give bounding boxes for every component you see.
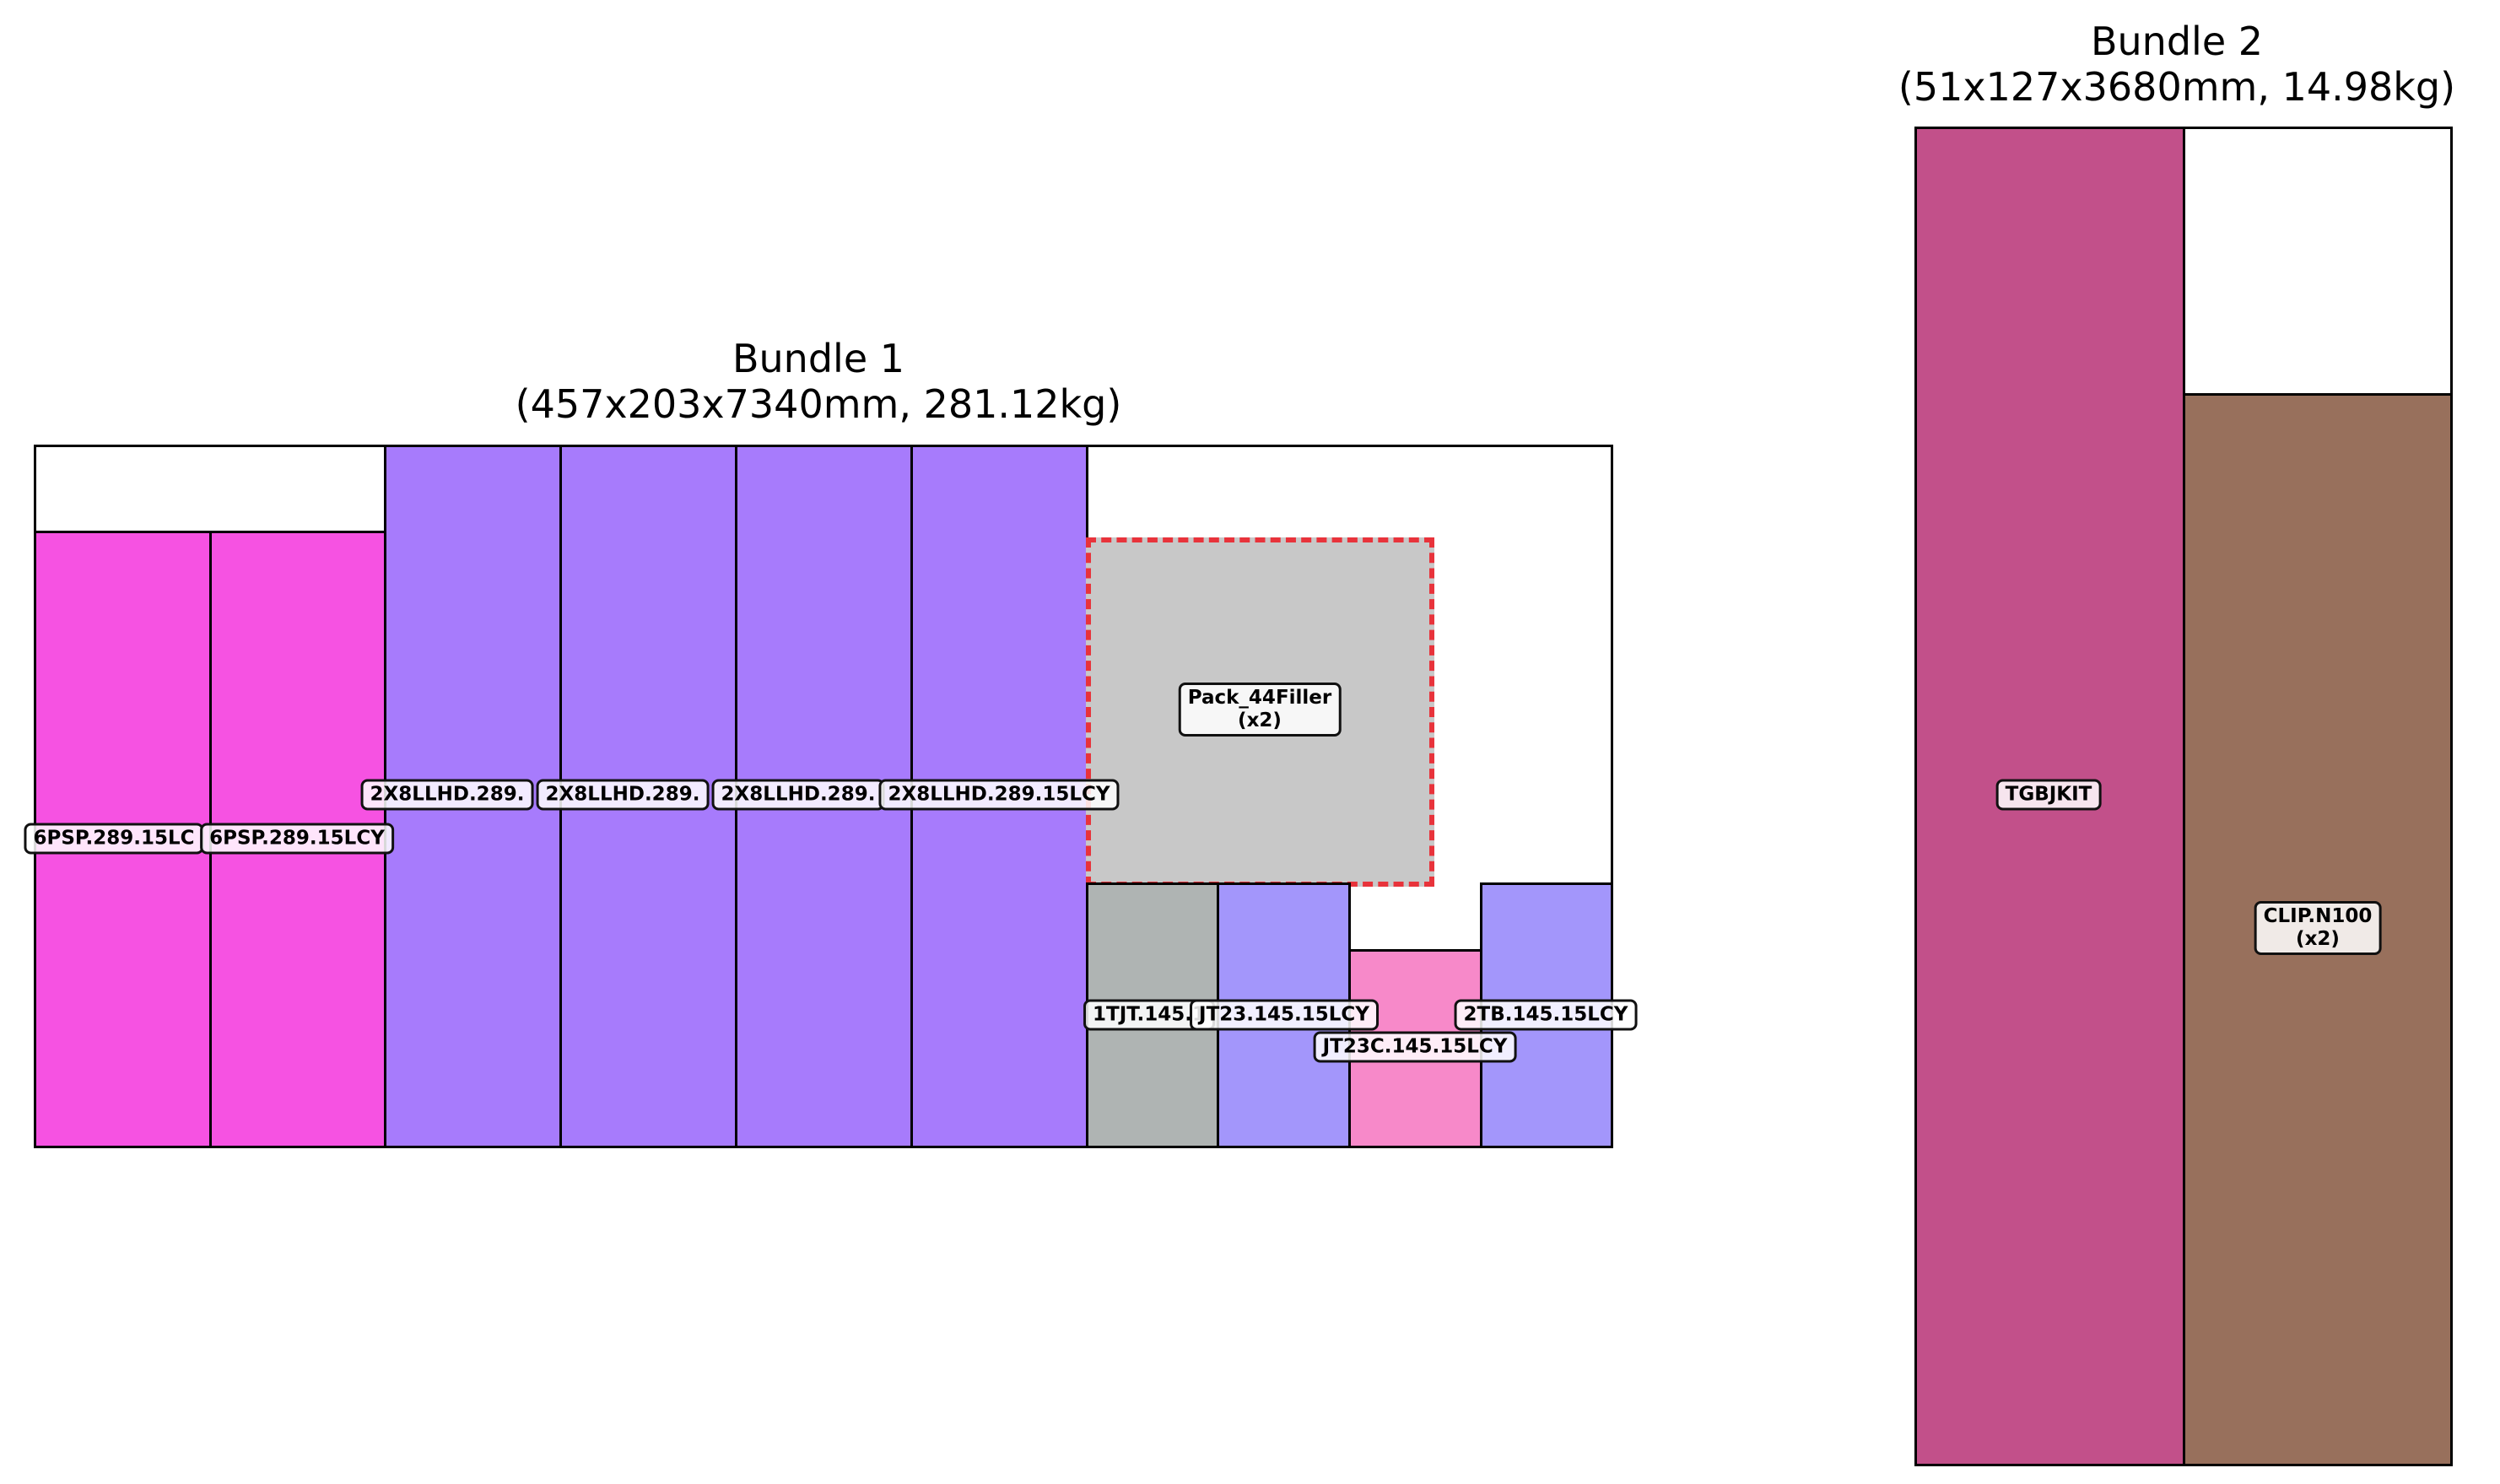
- label-2tb: 2TB.145.15LCY: [1454, 999, 1638, 1031]
- label-6psp-1: 6PSP.289.15LC: [24, 823, 204, 855]
- label-2x8llhd-1: 2X8LLHD.289.: [360, 779, 534, 811]
- label-jt23: JT23.145.15LCY: [1190, 999, 1379, 1031]
- label-pack-44-filler: Pack_44Filler (x2): [1178, 683, 1342, 737]
- item-clip-n100: [2183, 393, 2453, 1466]
- label-2x8llhd-4: 2X8LLHD.289.15LCY: [878, 779, 1120, 811]
- label-6psp-2: 6PSP.289.15LCY: [200, 823, 394, 855]
- label-2x8llhd-2: 2X8LLHD.289.: [536, 779, 710, 811]
- pack-44-filler: [1086, 537, 1434, 887]
- label-2x8llhd-3: 2X8LLHD.289.: [711, 779, 885, 811]
- bundle-2-title: Bundle 2 (51x127x3680mm, 14.98kg): [1755, 19, 2500, 110]
- label-1tjt: 1TJT.145.1: [1083, 999, 1215, 1031]
- bundle-1-specs: (457x203x7340mm, 281.12kg): [515, 381, 1122, 427]
- bundle-1-title: Bundle 1 (457x203x7340mm, 281.12kg): [397, 336, 1240, 427]
- bundle-2-name: Bundle 2: [2090, 19, 2264, 64]
- label-jt23c: JT23C.145.15LCY: [1313, 1031, 1517, 1063]
- label-tgbjkit: TGBJKIT: [1995, 779, 2102, 811]
- bundle-1-name: Bundle 1: [732, 336, 905, 381]
- item-tgbjkit: [1914, 127, 2185, 1466]
- bundle-2-specs: (51x127x3680mm, 14.98kg): [1898, 64, 2456, 110]
- label-clip-n100: CLIP.N100 (x2): [2254, 901, 2382, 955]
